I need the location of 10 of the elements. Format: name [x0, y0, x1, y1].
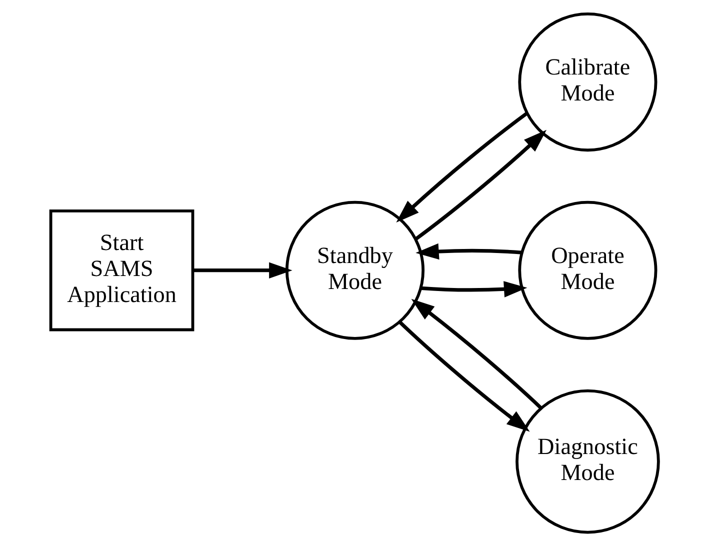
arrow: [396, 112, 528, 222]
node-circle: Diagnostic Mode: [516, 389, 660, 534]
arrow: [398, 320, 530, 432]
arrow: [416, 243, 522, 260]
arrow: [192, 262, 292, 278]
arrow: [420, 281, 528, 298]
node-circle: Operate Mode: [518, 200, 658, 340]
arrow: [414, 130, 547, 241]
node-box: Start SAMS Application: [49, 210, 194, 332]
arrow: [411, 298, 543, 410]
